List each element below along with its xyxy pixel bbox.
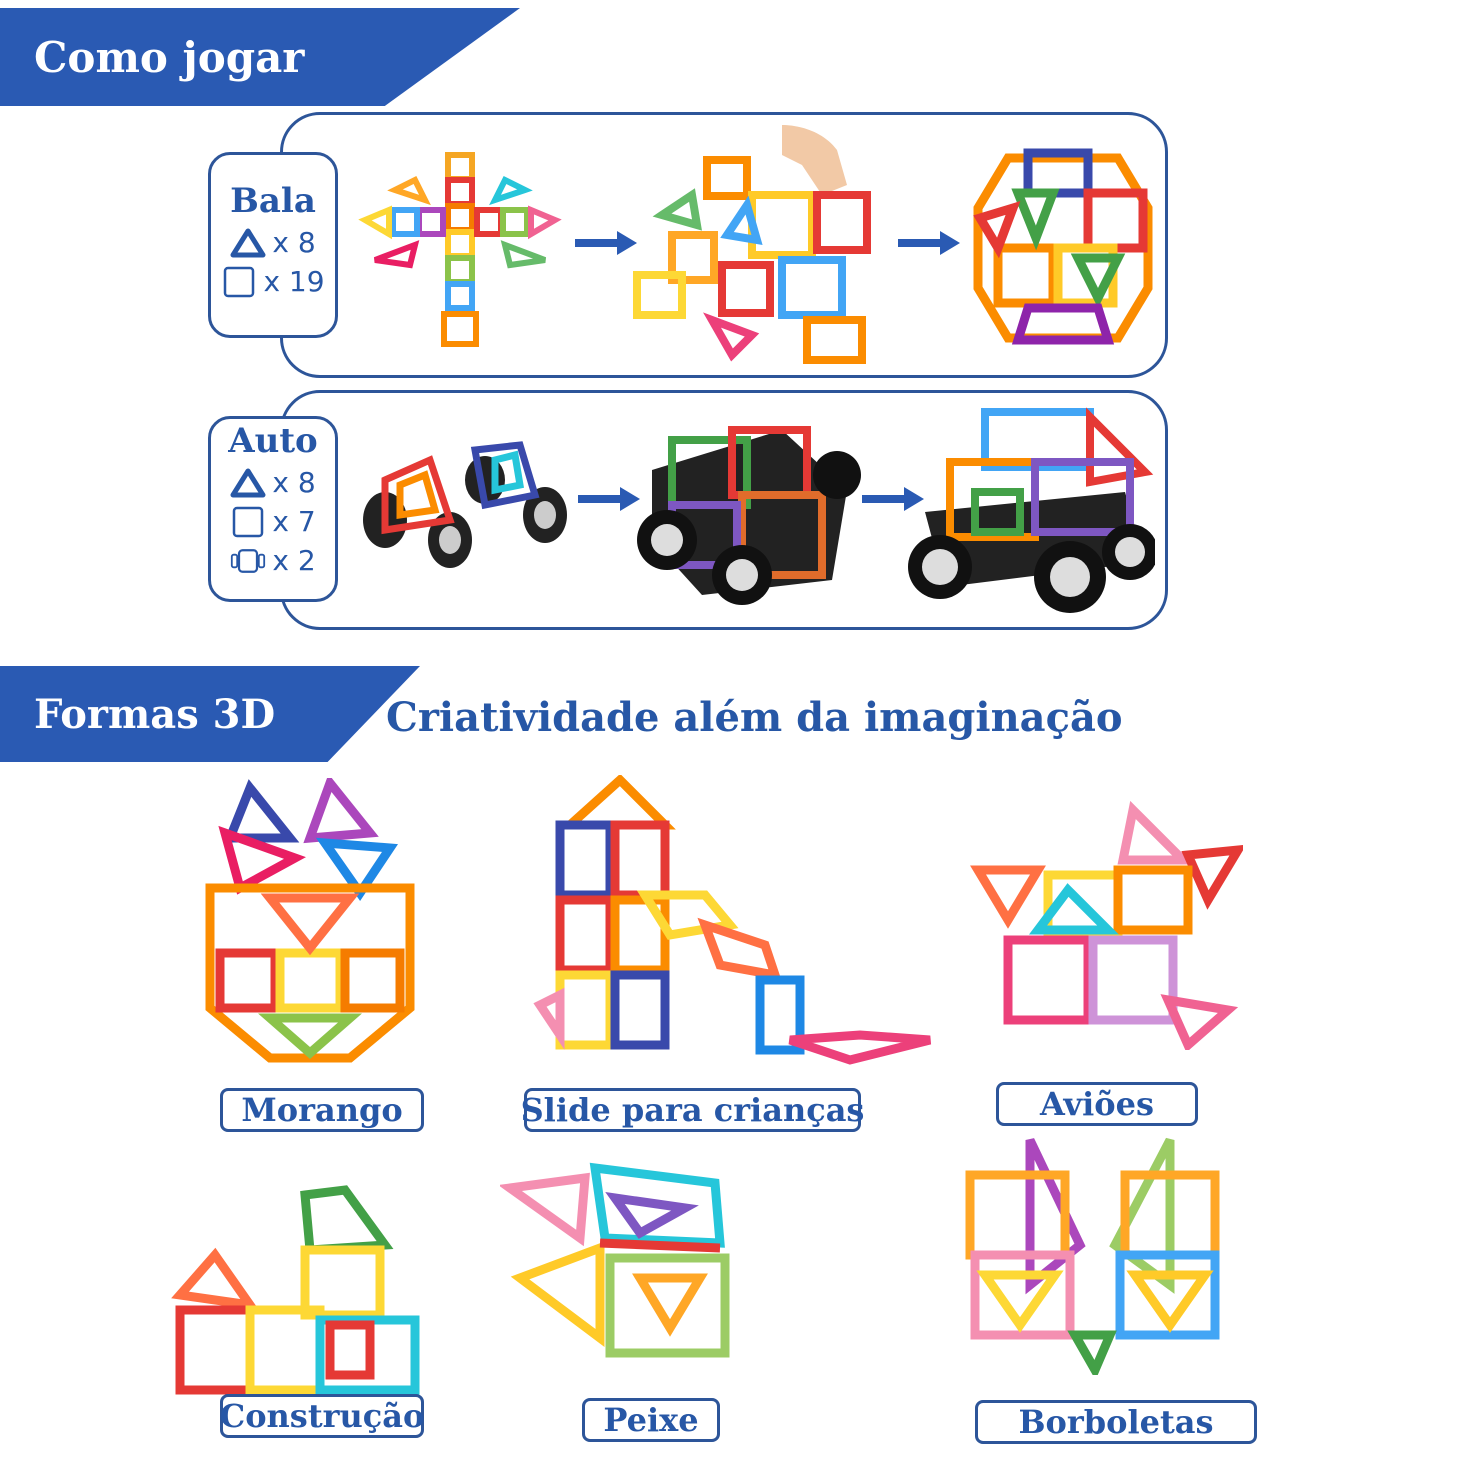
car-triangle-count-text: x 8 <box>272 466 316 500</box>
square-icon <box>221 266 257 298</box>
car-parts-image <box>363 441 567 568</box>
caption-fish: Peixe <box>582 1398 720 1442</box>
car-finished-image <box>908 407 1155 613</box>
car-legend: Auto x 8 x 7 x 2 <box>208 416 338 602</box>
car-wheel-count-text: x 2 <box>272 544 316 578</box>
section-tagline: Criatividade além da imaginação <box>386 694 1123 741</box>
square-icon <box>230 506 266 538</box>
airplane-model-image <box>970 800 1243 1050</box>
caption-kids-slide: Slide para crianças <box>521 1088 864 1132</box>
arrow-right-icon <box>575 231 637 255</box>
ball-flat-layout-image <box>358 152 562 347</box>
section-banner-3d-shapes: Formas 3D <box>0 666 420 762</box>
caption-airplanes: Aviões <box>996 1082 1198 1126</box>
butterfly-model-image <box>965 1137 1220 1375</box>
car-square-count: x 7 <box>230 505 316 539</box>
ball-square-count: x 19 <box>221 265 325 299</box>
car-legend-title: Auto <box>228 421 318 461</box>
caption-butterflies: Borboletas <box>975 1400 1257 1444</box>
slide-model-image <box>533 775 932 1065</box>
triangle-icon <box>230 228 266 258</box>
triangle-icon <box>230 468 266 498</box>
section-banner-how-to-play: Como jogar <box>0 8 520 106</box>
ball-finished-image <box>973 148 1153 345</box>
ball-folding-image <box>633 125 871 364</box>
wheel-block-icon <box>230 546 266 576</box>
strawberry-model-image <box>205 778 415 1063</box>
ball-triangle-count: x 8 <box>230 226 316 260</box>
caption-construction: Construção <box>220 1394 424 1438</box>
car-square-count-text: x 7 <box>272 505 316 539</box>
ball-square-count-text: x 19 <box>263 265 325 299</box>
ball-triangle-count-text: x 8 <box>272 226 316 260</box>
car-wheel-count: x 2 <box>230 544 316 578</box>
section-title: Formas 3D <box>34 690 276 738</box>
arrow-right-icon <box>578 487 640 511</box>
car-triangle-count: x 8 <box>230 466 316 500</box>
arrow-right-icon <box>862 487 924 511</box>
arrow-right-icon <box>898 231 960 255</box>
building-model-image <box>171 1185 420 1395</box>
fish-model-image <box>500 1162 730 1358</box>
car-partial-image <box>637 426 861 605</box>
ball-legend: Bala x 8 x 19 <box>208 152 338 338</box>
section-title: Como jogar <box>34 32 305 82</box>
caption-strawberry: Morango <box>220 1088 424 1132</box>
ball-legend-title: Bala <box>230 181 316 221</box>
